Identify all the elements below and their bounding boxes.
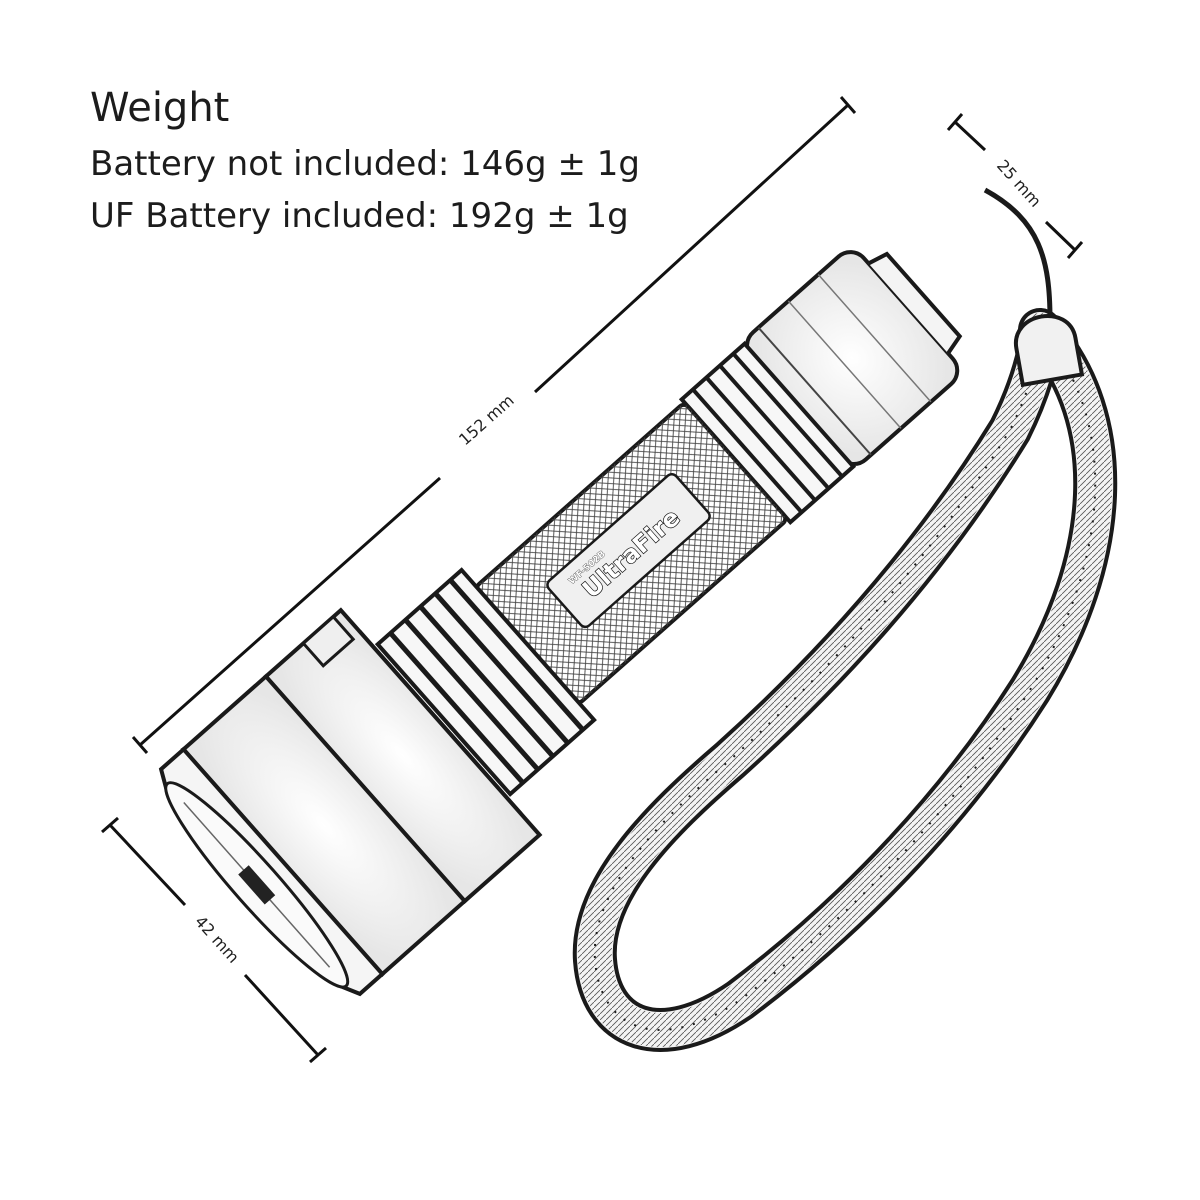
knurled-tube: UltraFire WF-502B — [475, 402, 788, 705]
led-emitter — [238, 865, 276, 905]
weight-battery-included: UF Battery included: 192g ± 1g — [90, 196, 629, 236]
weight-title: Weight — [90, 85, 230, 131]
crenellated-bezel — [158, 746, 386, 997]
head-diameter-label: 42 mm — [191, 912, 243, 967]
lanyard-cord — [983, 187, 1053, 321]
lanyard-strap — [572, 308, 1118, 1052]
flashlight-body: UltraFire WF-502B — [158, 250, 963, 997]
head-threads — [374, 567, 597, 797]
length-label: 152 mm — [455, 391, 518, 449]
weight-battery-not-included: Battery not included: 146g ± 1g — [90, 144, 640, 184]
brand-plate — [546, 472, 711, 629]
weight-spec-block: Weight Battery not included: 146g ± 1g U… — [90, 84, 640, 242]
lanyard-sleeve — [1014, 314, 1085, 388]
tail-diameter-dimension: 25 mm — [946, 113, 1084, 259]
